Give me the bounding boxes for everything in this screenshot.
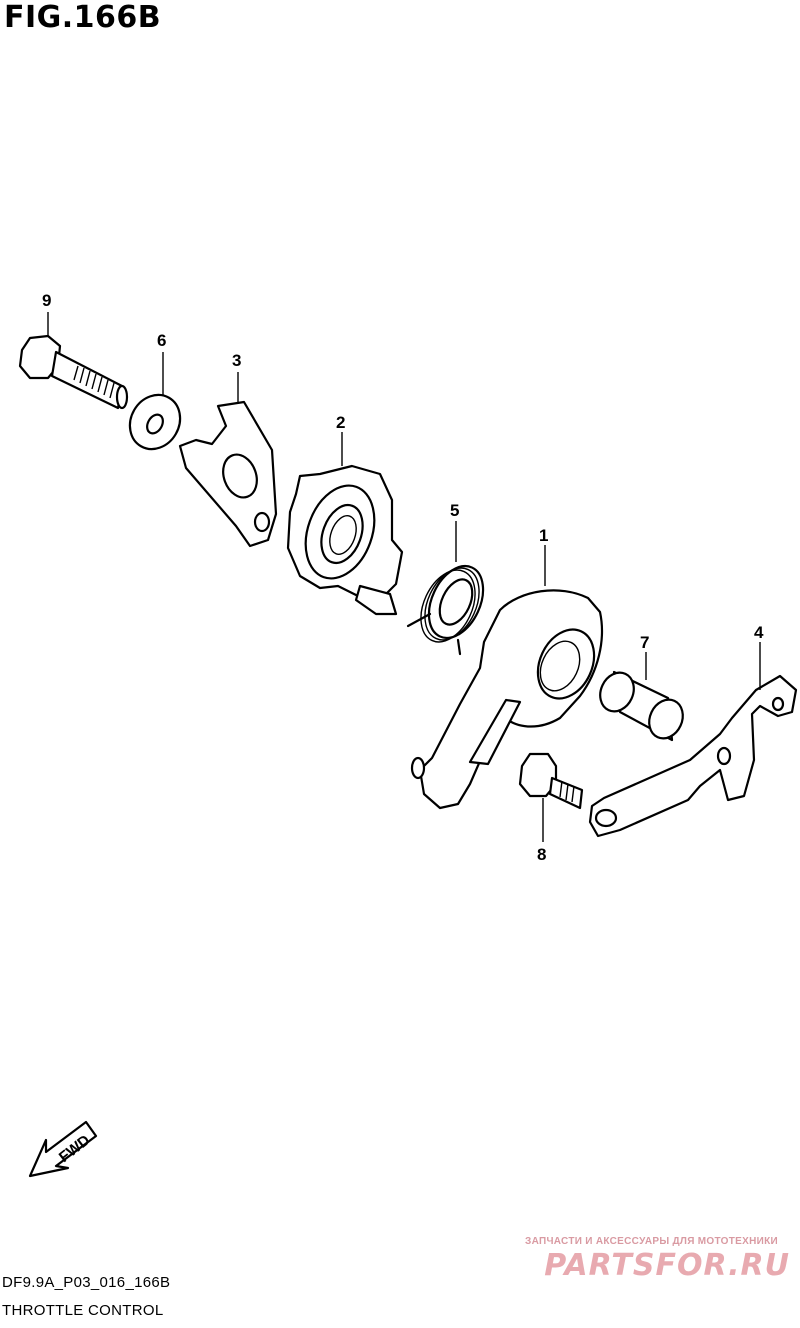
- fwd-arrow-icon: FWD: [28, 1120, 98, 1178]
- figure-caption: THROTTLE CONTROL: [2, 1302, 164, 1319]
- callout-1: 1: [539, 526, 548, 545]
- part-7-sleeve[interactable]: [594, 667, 689, 744]
- callout-2: 2: [336, 413, 345, 432]
- figure-title: FIG.166B: [4, 0, 162, 35]
- part-6-washer[interactable]: [120, 386, 190, 458]
- part-2-collar[interactable]: [286, 464, 404, 616]
- part-3-bracket[interactable]: [178, 400, 278, 548]
- part-9-bolt[interactable]: [18, 334, 129, 410]
- callout-7: 7: [640, 633, 649, 652]
- callout-4: 4: [754, 623, 764, 642]
- part-5-spring[interactable]: [406, 557, 494, 656]
- callout-9: 9: [42, 291, 51, 310]
- callout-3: 3: [232, 351, 241, 370]
- part-4-link-arm[interactable]: [588, 674, 798, 838]
- callout-5: 5: [450, 501, 459, 520]
- watermark-subtitle: ЗАПЧАСТИ И АКСЕССУАРЫ ДЛЯ МОТОТЕХНИКИ: [525, 1236, 778, 1247]
- part-8-bolt[interactable]: [518, 752, 584, 810]
- part-1-lever[interactable]: [410, 589, 605, 810]
- watermark-brand: PARTSFOR.RU: [544, 1248, 790, 1283]
- callout-8: 8: [537, 845, 546, 864]
- figure-code: DF9.9A_P03_016_166B: [2, 1274, 171, 1291]
- callout-6: 6: [157, 331, 166, 350]
